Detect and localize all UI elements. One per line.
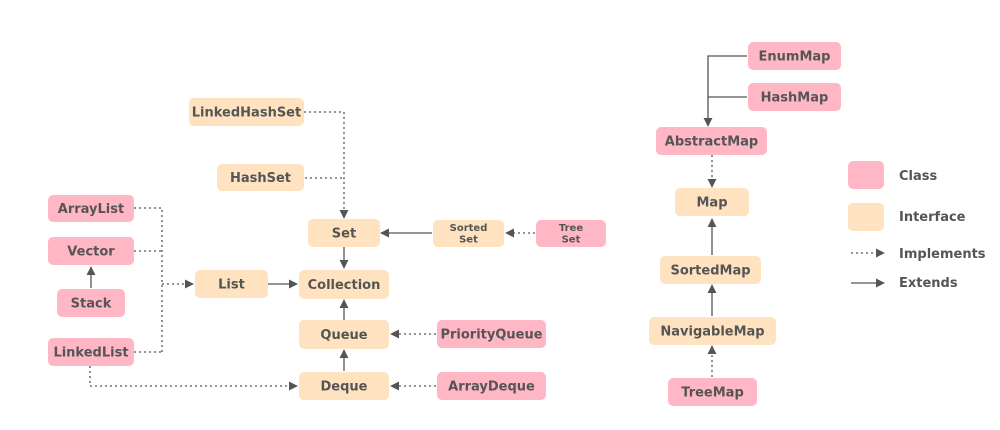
node-sortedmap: SortedMap xyxy=(660,256,761,284)
node-label-line2: Set xyxy=(562,235,581,246)
connector-linkedlist-deque xyxy=(89,366,298,391)
node-navigablemap: NavigableMap xyxy=(649,317,776,345)
node-label: ArrayDeque xyxy=(448,380,535,395)
node-hashset: HashSet xyxy=(217,164,304,191)
node-label-line2: Set xyxy=(459,235,478,246)
node-label: LinkedHashSet xyxy=(192,106,301,121)
node-linkedhashset: LinkedHashSet xyxy=(189,98,304,126)
node-hashmap: HashMap xyxy=(748,83,841,111)
node-label: LinkedList xyxy=(53,346,128,361)
node-label: TreeMap xyxy=(681,386,744,401)
node-label-line1: Sorted xyxy=(450,223,488,234)
node-deque: Deque xyxy=(299,372,389,400)
node-label: NavigableMap xyxy=(660,325,764,340)
node-label: Queue xyxy=(320,328,367,343)
node-queue: Queue xyxy=(299,320,389,349)
node-label: ArrayList xyxy=(58,202,124,217)
node-sortedset: Sorted Set xyxy=(433,220,504,247)
node-label: Stack xyxy=(71,297,112,312)
node-label: Set xyxy=(332,227,356,242)
connectors xyxy=(86,55,747,391)
node-stack: Stack xyxy=(57,289,125,317)
legend-implements-label: Implements xyxy=(899,247,986,262)
node-collection: Collection xyxy=(299,270,389,299)
node-vector: Vector xyxy=(48,237,134,265)
node-label: Collection xyxy=(308,278,381,293)
node-linkedlist: LinkedList xyxy=(48,338,134,366)
legend: Class Interface Implements Extends xyxy=(848,161,986,291)
node-label: Deque xyxy=(321,380,368,395)
node-set: Set xyxy=(308,219,380,247)
node-label: HashSet xyxy=(230,171,291,186)
legend-class-label: Class xyxy=(899,169,938,184)
node-map: Map xyxy=(675,188,749,216)
connector-arraylist-list xyxy=(134,207,163,352)
node-label: Vector xyxy=(67,245,115,260)
node-label-line1: Tree xyxy=(559,223,583,234)
node-label: List xyxy=(218,278,245,293)
node-label: PriorityQueue xyxy=(440,328,542,343)
legend-class-swatch xyxy=(848,161,884,189)
nodes: LinkedHashSet HashSet ArrayList Vector S… xyxy=(48,42,841,406)
connector-linkedhashset-set xyxy=(304,111,349,219)
node-list: List xyxy=(195,270,268,298)
node-treemap: TreeMap xyxy=(668,378,757,406)
node-label: EnumMap xyxy=(759,50,831,65)
node-arraylist: ArrayList xyxy=(48,195,134,222)
node-label: Map xyxy=(696,196,727,211)
legend-interface-label: Interface xyxy=(899,210,966,225)
node-label: HashMap xyxy=(761,91,829,106)
legend-interface-swatch xyxy=(848,203,884,231)
node-priorityqueue: PriorityQueue xyxy=(437,320,546,348)
connector-enummap-abstractmap xyxy=(703,55,747,127)
node-label: AbstractMap xyxy=(665,135,758,150)
node-abstractmap: AbstractMap xyxy=(656,127,767,155)
node-treeset: Tree Set xyxy=(536,220,606,247)
node-label: SortedMap xyxy=(670,264,750,279)
node-arraydeque: ArrayDeque xyxy=(437,372,546,400)
legend-extends-label: Extends xyxy=(899,276,958,291)
node-enummap: EnumMap xyxy=(748,42,841,70)
